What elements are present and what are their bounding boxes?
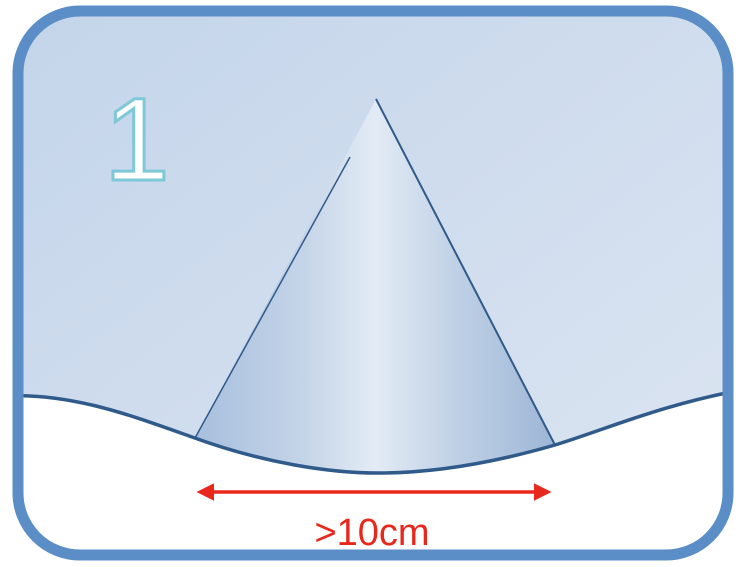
ground-line (18, 387, 728, 475)
cone (195, 99, 555, 474)
card-border (12, 5, 734, 561)
cone-right-edge (375, 98, 556, 446)
cone-left-edge (194, 156, 351, 439)
ground (18, 389, 728, 555)
measurement-label: >10cm (314, 512, 429, 554)
step-number: 1 (104, 74, 170, 206)
